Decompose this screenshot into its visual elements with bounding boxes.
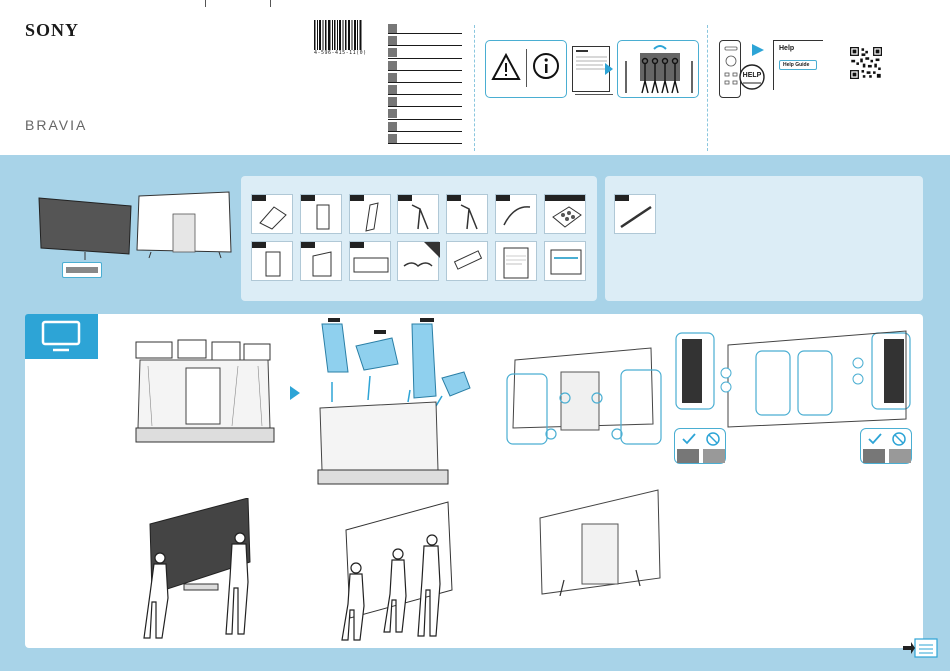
correct-incorrect-callout xyxy=(674,428,726,464)
divider xyxy=(474,25,475,151)
barcode xyxy=(314,20,362,50)
completed-stand-illustration xyxy=(534,484,666,596)
part-card xyxy=(349,241,391,281)
part-card xyxy=(397,241,439,281)
stand-attachment-illustration xyxy=(505,346,665,446)
two-person-lift-box xyxy=(617,40,699,98)
correct-incorrect-callout xyxy=(860,428,912,464)
tv-section-tab xyxy=(25,314,98,359)
move-assembled-tv-illustration xyxy=(338,500,463,644)
part-card xyxy=(446,194,488,234)
language-index xyxy=(388,22,462,144)
manual-shadow xyxy=(575,92,613,95)
part-card xyxy=(495,194,537,234)
remove-accessories-illustration xyxy=(312,318,474,504)
part-card xyxy=(495,241,537,281)
part-card xyxy=(251,194,293,234)
help-guide-button: Help Guide xyxy=(779,60,817,70)
qr-code xyxy=(850,47,882,79)
part-card xyxy=(300,241,342,281)
packed-tv-illustration xyxy=(128,336,278,448)
barcode-number: 4-596-415-11(0) xyxy=(314,50,367,56)
product-line-logo: BRAVIA xyxy=(25,117,87,133)
brand-logo: SONY xyxy=(25,20,79,41)
divider xyxy=(526,49,527,87)
arrow-icon xyxy=(752,44,764,56)
help-screen-title: Help xyxy=(779,45,794,52)
fold-mark xyxy=(270,0,271,7)
help-remote-label: HELP xyxy=(741,72,763,79)
arrow-icon xyxy=(290,386,300,400)
carry-tv-illustration xyxy=(136,498,256,644)
part-card xyxy=(614,194,656,234)
fold-mark xyxy=(205,0,206,7)
check-icon xyxy=(683,434,695,443)
next-page-icon xyxy=(903,637,938,659)
tv-icon xyxy=(25,314,98,359)
divider xyxy=(707,25,708,151)
logo-detail-callout xyxy=(62,262,102,278)
part-card xyxy=(544,241,586,281)
info-icon xyxy=(532,52,560,80)
part-card xyxy=(300,194,342,234)
part-card xyxy=(397,194,439,234)
part-card xyxy=(446,241,488,281)
part-card xyxy=(251,241,293,281)
part-card xyxy=(349,194,391,234)
part-card xyxy=(544,194,586,234)
arrow-icon xyxy=(605,63,613,75)
leg-position-illustration xyxy=(674,329,912,433)
warning-icon xyxy=(491,52,521,82)
